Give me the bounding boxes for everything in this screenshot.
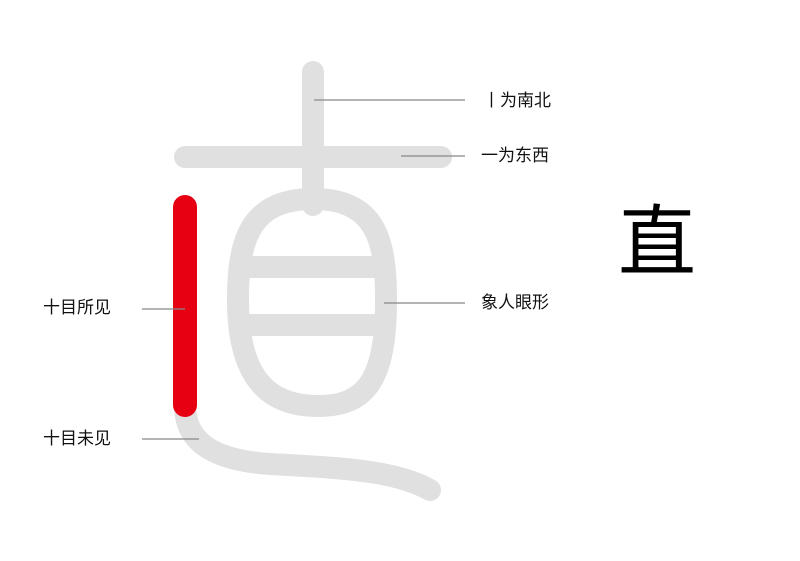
label-north-south: 丨为南北 <box>483 91 551 111</box>
label-eye-shape: 象人眼形 <box>481 293 549 313</box>
label-seen-by-ten-eyes: 十目所见 <box>43 298 111 318</box>
eye-shape <box>226 187 398 418</box>
label-east-west: 一为东西 <box>481 146 549 166</box>
subject-character: 直 <box>618 198 697 288</box>
label-unseen-by-ten-eyes: 十目未见 <box>43 429 111 449</box>
bottom-curve-stroke <box>174 394 441 501</box>
